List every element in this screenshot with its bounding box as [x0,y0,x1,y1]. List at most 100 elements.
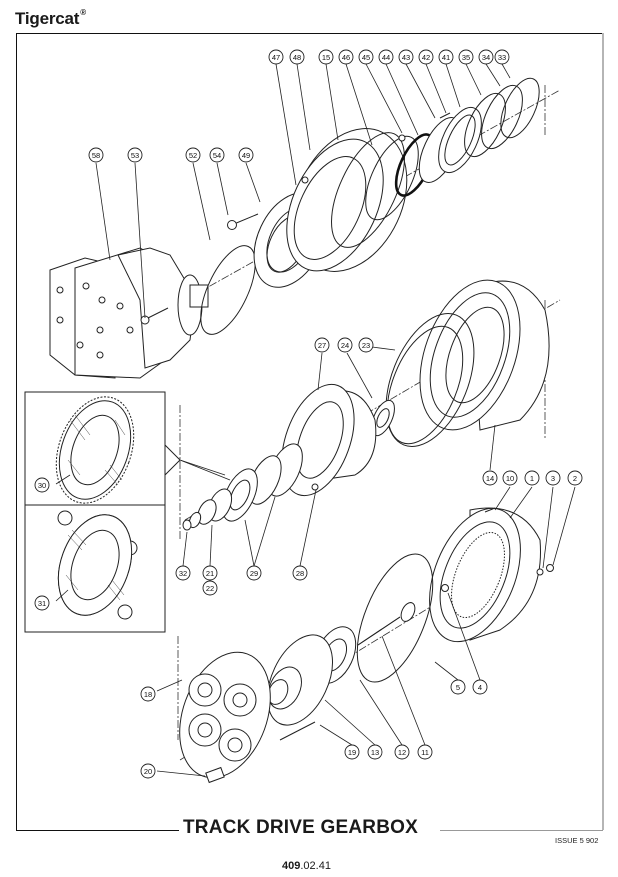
callout-31[interactable]: 31 [34,595,50,611]
callout-5[interactable]: 5 [450,679,466,695]
o-ring-5 [356,553,434,683]
callout-1[interactable]: 1 [524,470,540,486]
frame-border-bottom-right [440,830,603,831]
callout-49[interactable]: 49 [238,147,254,163]
callout-number: 18 [144,690,152,699]
pin-45 [398,134,406,142]
callout-21[interactable]: 21 [202,565,218,581]
callout-number: 4 [478,683,482,692]
callout-number: 29 [250,569,258,578]
callout-44[interactable]: 44 [378,49,394,65]
callout-number: 14 [486,474,494,483]
callout-number: 49 [242,151,250,160]
callout-14[interactable]: 14 [482,470,498,486]
callout-number: 43 [402,53,410,62]
callout-23[interactable]: 23 [358,337,374,353]
snap-ring-32 [182,519,192,531]
figure-title: TRACK DRIVE GEARBOX [183,817,418,838]
callout-10[interactable]: 10 [502,470,518,486]
callout-number: 22 [206,584,214,593]
issue-label: ISSUE 5 902 [555,836,599,845]
callout-number: 11 [421,748,429,757]
brand-name: Tigercat [15,9,80,28]
callout-32[interactable]: 32 [175,565,191,581]
callout-30[interactable]: 30 [34,477,50,493]
callout-number: 48 [293,53,301,62]
callout-22[interactable]: 22 [202,580,218,596]
callout-24[interactable]: 24 [337,337,353,353]
hydraulic-motor [49,247,209,379]
bearing-42 [438,106,482,174]
callout-15[interactable]: 15 [318,49,334,65]
callout-52[interactable]: 52 [185,147,201,163]
callout-number: 32 [179,569,187,578]
callout-11[interactable]: 11 [417,744,433,760]
inset-frame [24,391,166,633]
callout-number: 44 [382,53,390,62]
frame-border-top [16,33,603,34]
callout-34[interactable]: 34 [478,49,494,65]
frame-border-right [602,33,604,830]
washer-3 [536,568,544,576]
bolt-54 [227,213,259,230]
registered-mark: ® [80,8,86,17]
callout-number: 10 [506,474,514,483]
drive-hub [419,279,550,431]
callout-19[interactable]: 19 [344,744,360,760]
callout-45[interactable]: 45 [358,49,374,65]
callout-2[interactable]: 2 [567,470,583,486]
callout-27[interactable]: 27 [314,337,330,353]
callout-28[interactable]: 28 [292,565,308,581]
callout-number: 27 [318,341,326,350]
callout-number: 30 [38,481,46,490]
callout-46[interactable]: 46 [338,49,354,65]
callout-47[interactable]: 47 [268,49,284,65]
callout-number: 19 [348,748,356,757]
spring-41 [439,112,451,119]
motor-bolt [140,307,169,325]
callout-53[interactable]: 53 [127,147,143,163]
friction-disc-30 [55,396,135,504]
planet-carrier [179,651,271,779]
callout-number: 47 [272,53,280,62]
callout-58[interactable]: 58 [88,147,104,163]
callout-number: 35 [462,53,470,62]
callout-18[interactable]: 18 [140,686,156,702]
carrier-13 [267,634,333,726]
inset-leader-1 [179,459,231,481]
callout-number: 12 [398,748,406,757]
callout-number: 41 [442,53,450,62]
callout-33[interactable]: 33 [494,49,510,65]
callout-number: 13 [371,748,379,757]
callout-35[interactable]: 35 [458,49,474,65]
page-number-section: 409 [282,860,301,872]
callout-13[interactable]: 13 [367,744,383,760]
callout-4[interactable]: 4 [472,679,488,695]
bolt-10 [484,507,496,513]
ring-34 [481,84,523,150]
callout-20[interactable]: 20 [140,763,156,779]
ring-46 [365,135,419,221]
ring-gear-cover [429,507,541,643]
input-shaft [357,602,416,646]
callout-number: 31 [38,599,46,608]
callout-3[interactable]: 3 [545,470,561,486]
callout-54[interactable]: 54 [209,147,225,163]
callout-number: 58 [92,151,100,160]
callout-43[interactable]: 43 [398,49,414,65]
ring-33 [500,77,540,139]
callout-29[interactable]: 29 [246,565,262,581]
bolt-19 [279,721,316,741]
brand-logo: Tigercat® [15,8,86,29]
pin-20 [205,766,225,784]
face-seal [385,313,475,447]
callout-number: 23 [362,341,370,350]
callout-48[interactable]: 48 [289,49,305,65]
callout-12[interactable]: 12 [394,744,410,760]
callout-42[interactable]: 42 [418,49,434,65]
callout-41[interactable]: 41 [438,49,454,65]
callout-number: 52 [189,151,197,160]
frame-border-bottom-left [16,830,179,831]
callout-number: 1 [530,474,534,483]
steel-disc-31 [57,510,138,620]
